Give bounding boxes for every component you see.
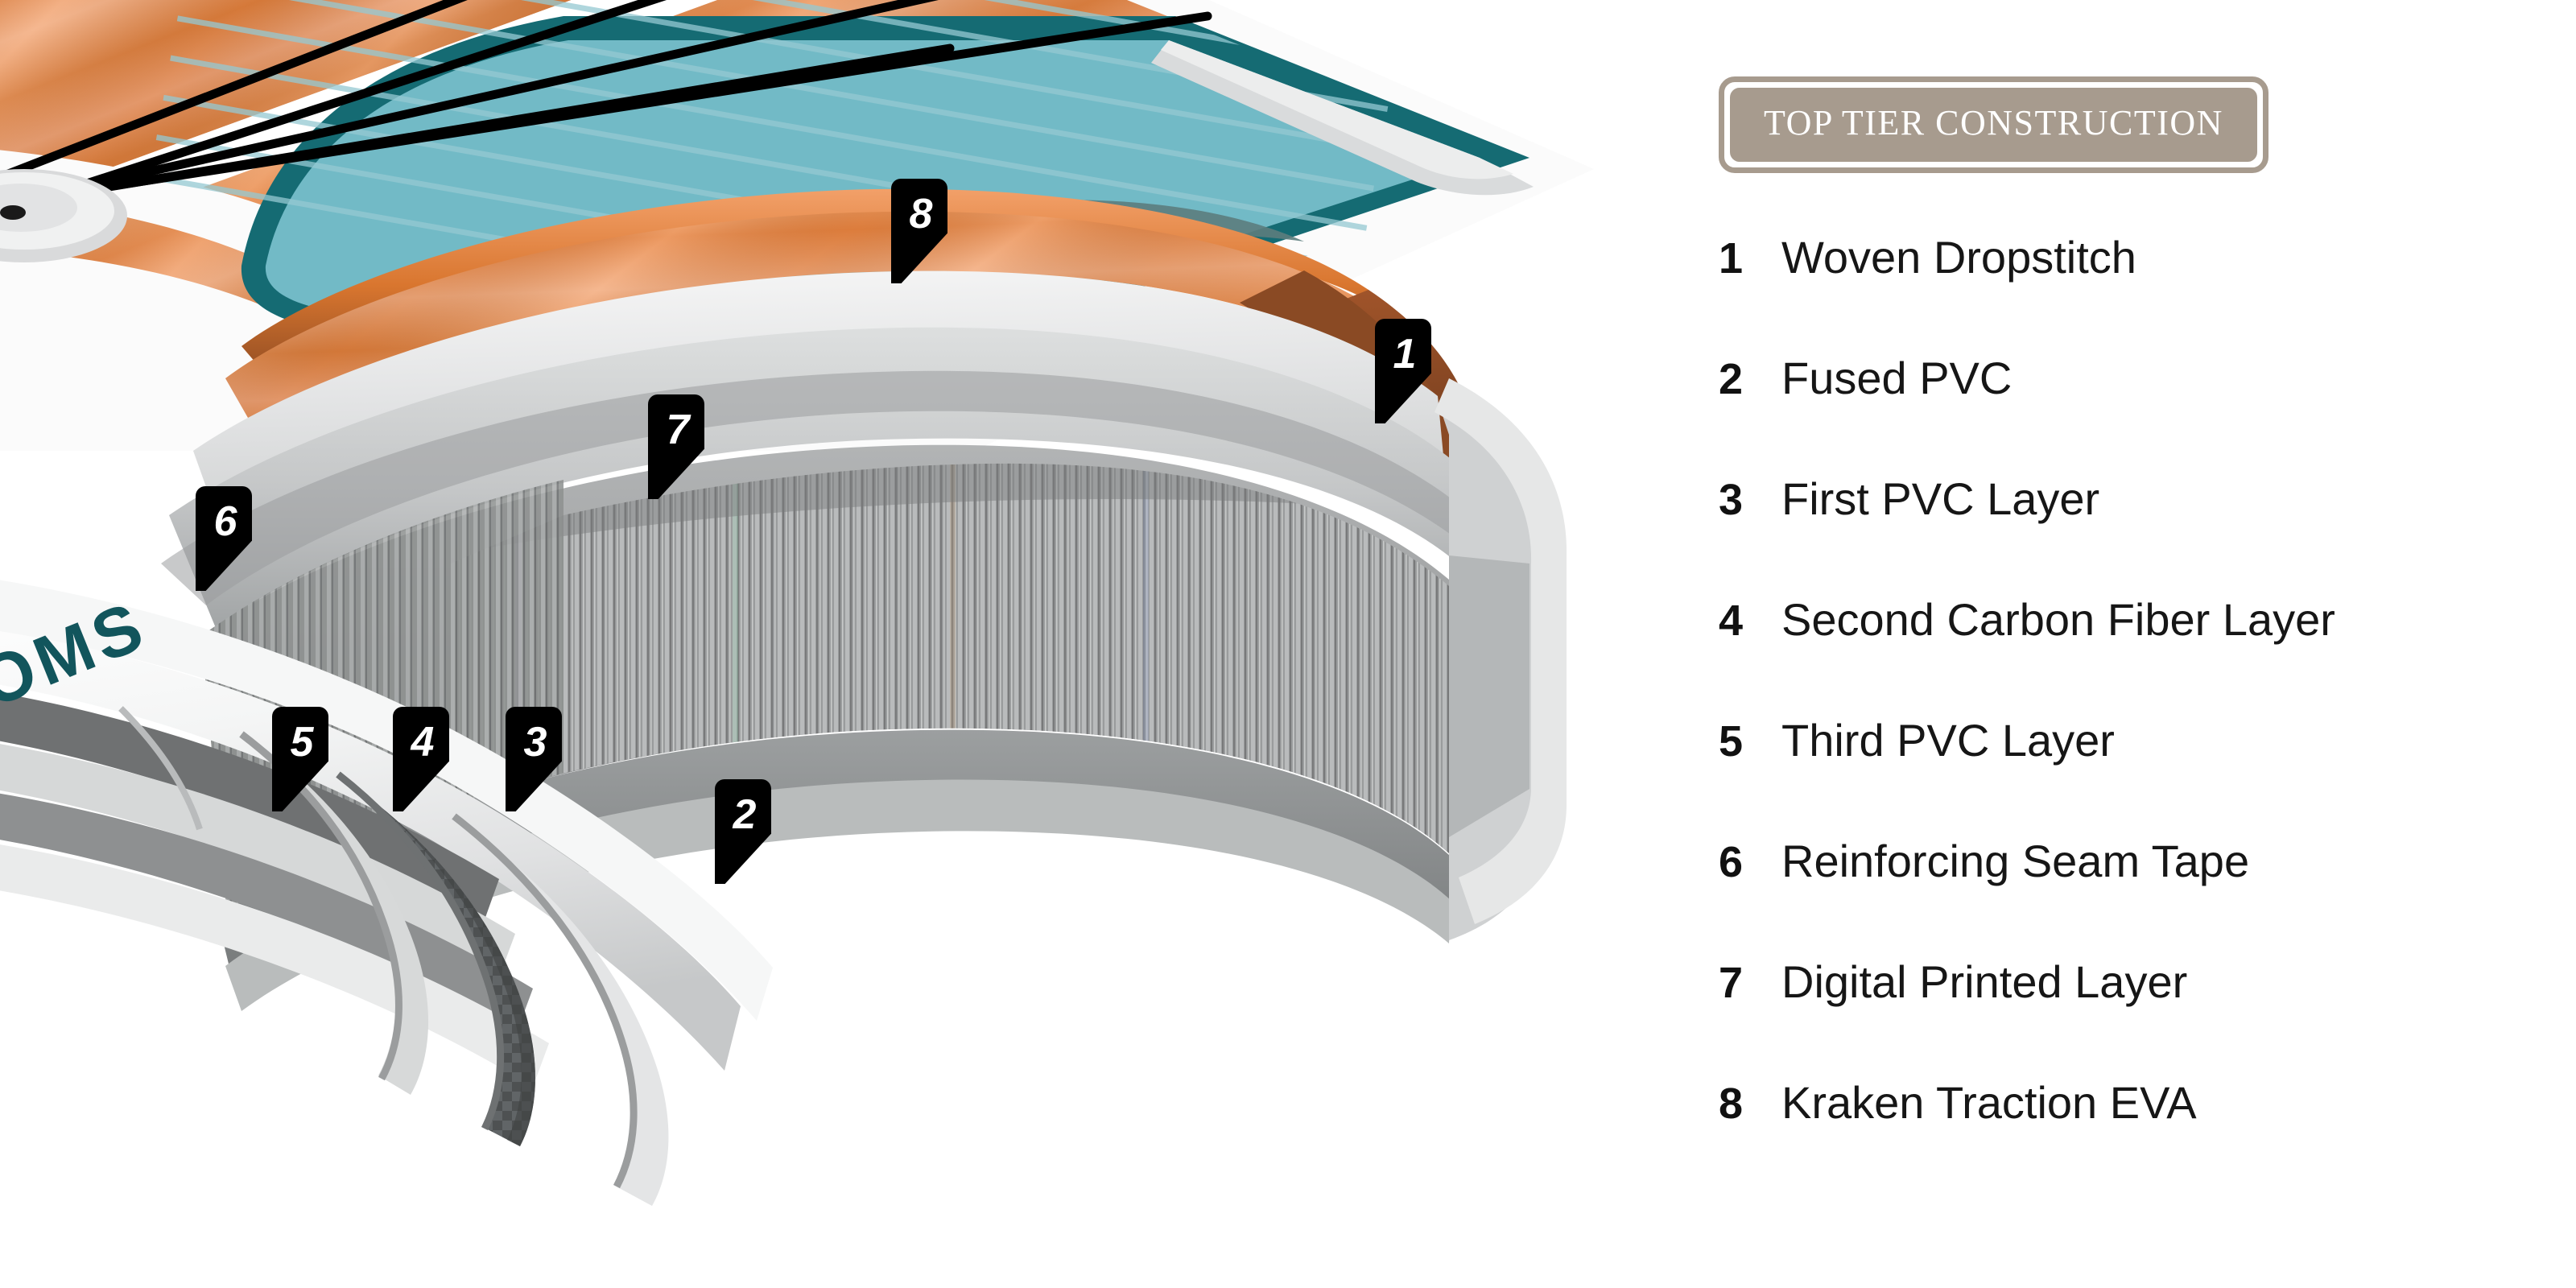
reinforcing-seam-tape [0,692,549,1087]
legend-item-1-label: Woven Dropstitch [1781,232,2136,283]
legend-item-5-label: Third PVC Layer [1781,715,2115,766]
board-construction-illustration: OMS [0,0,1567,1206]
pvc-layers [161,270,1472,628]
callout-marker-3-number: 3 [523,719,547,766]
callout-marker-2-number: 2 [733,791,757,838]
section-badge: TOP TIER CONSTRUCTION [1719,76,2268,173]
section-badge-title: TOP TIER CONSTRUCTION [1730,88,2257,162]
legend-item-5: 5 Third PVC Layer [1719,714,2524,835]
callout-marker-1-number: 1 [1393,331,1417,378]
legend-item-8-label: Kraken Traction EVA [1781,1077,2197,1128]
legend-item-3: 3 First PVC Layer [1719,473,2524,593]
callout-marker-8-number: 8 [909,191,933,237]
legend-item-7: 7 Digital Printed Layer [1719,956,2524,1076]
legend-item-7-number: 7 [1719,959,1743,1007]
legend-item-2: 2 Fused PVC [1719,352,2524,473]
legend-item-6: 6 Reinforcing Seam Tape [1719,835,2524,956]
legend-item-4: 4 Second Carbon Fiber Layer [1719,593,2524,714]
legend-item-4-label: Second Carbon Fiber Layer [1781,594,2335,645]
right-end-cap [1435,378,1567,940]
legend-item-6-number: 6 [1719,838,1743,886]
legend-item-5-number: 5 [1719,717,1743,766]
bungee-cords [0,0,1212,206]
callout-marker-4-number: 4 [411,719,435,766]
legend-item-7-label: Digital Printed Layer [1781,956,2188,1007]
legend-item-3-label: First PVC Layer [1781,473,2100,524]
legend-item-6-label: Reinforcing Seam Tape [1781,836,2250,886]
legend-item-3-number: 3 [1719,476,1743,524]
legend-item-2-number: 2 [1719,355,1743,403]
legend-item-8-number: 8 [1719,1080,1743,1128]
callout-marker-6-number: 6 [213,498,237,545]
legend-list: 1 Woven Dropstitch 2 Fused PVC 3 First P… [1719,231,2524,1197]
callout-marker-5-number: 5 [290,719,314,766]
callout-marker-7-number: 7 [666,407,690,453]
legend-item-8: 8 Kraken Traction EVA [1719,1076,2524,1197]
legend-item-1-number: 1 [1719,234,1743,283]
legend-panel: TOP TIER CONSTRUCTION 1 Woven Dropstitch… [1719,76,2524,1197]
rail-layer-stack [0,580,773,1206]
legend-item-2-label: Fused PVC [1781,353,2013,403]
legend-item-4-number: 4 [1719,597,1743,645]
d-ring-mount [0,169,127,262]
legend-item-1: 1 Woven Dropstitch [1719,231,2524,352]
